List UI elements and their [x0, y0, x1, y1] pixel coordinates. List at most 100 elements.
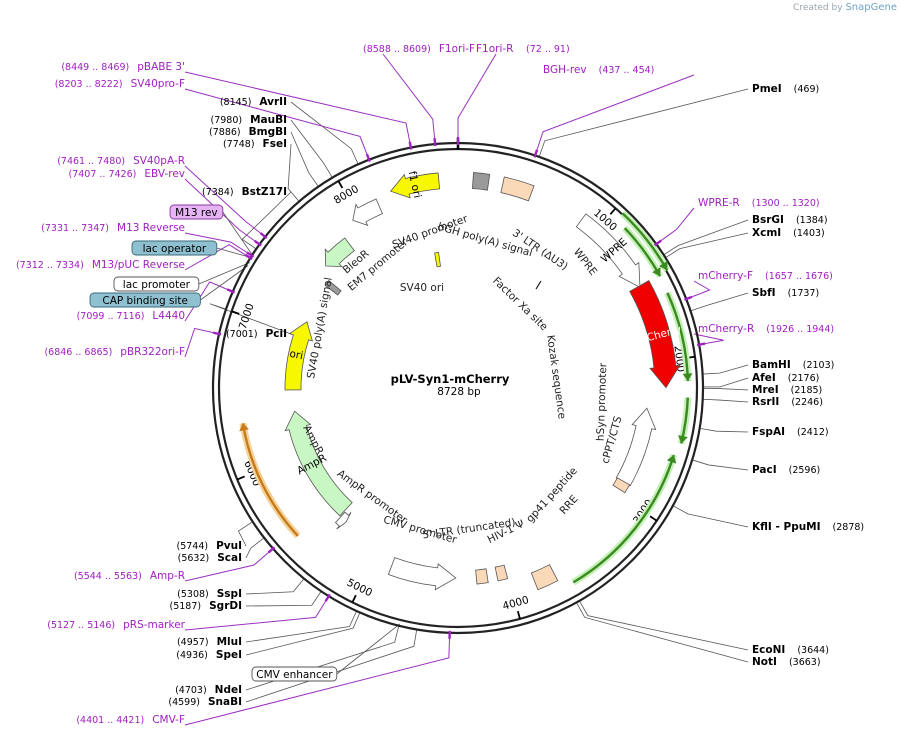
site-position: (1384)	[796, 215, 828, 226]
primer-range: (7407 .. 7426)	[69, 169, 137, 180]
tick-mark	[649, 515, 658, 522]
primer-range: (7312 .. 7334)	[16, 260, 84, 271]
restriction-site: BamHI(2103)	[752, 359, 834, 371]
site-name: BmgBI	[249, 126, 287, 138]
restriction-site: (4936)SpeI	[176, 649, 242, 661]
primer-mark	[246, 251, 255, 258]
primer-name: WPRE-R	[698, 197, 740, 209]
primer-leader	[536, 74, 695, 150]
site-name: MauBI	[250, 114, 287, 126]
orf-arc	[666, 292, 690, 382]
restriction-site: (5744)PvuI	[176, 540, 242, 552]
site-name: XcmI	[752, 227, 781, 239]
site-name: BamHI	[752, 359, 791, 371]
primer-leader	[691, 280, 711, 298]
primer: (8203 .. 8222)SV40pro-F	[55, 78, 185, 90]
restriction-site: (4957)MluI	[177, 636, 242, 648]
orf-arrowhead	[666, 454, 677, 464]
site-name: NotI	[752, 656, 777, 668]
site-leader	[663, 219, 749, 256]
primer-range: (72 .. 91)	[526, 44, 570, 55]
boxed-feature-box	[131, 240, 218, 256]
primer-leader	[184, 638, 451, 726]
boxed-feature-box	[113, 276, 200, 292]
site-name: PvuI	[216, 540, 242, 552]
site-leader	[237, 521, 253, 547]
primer-leader	[184, 281, 228, 322]
primer-name: F1ori-R	[476, 43, 513, 55]
primer: BGH-rev(437 .. 454)	[543, 64, 654, 76]
f1-ori-feature	[389, 172, 441, 199]
plasmid-size: 8728 bp	[437, 386, 481, 398]
site-leader	[245, 591, 322, 607]
orf-arc	[572, 454, 675, 584]
restriction-site: (4703)NdeI	[175, 684, 242, 696]
site-position: (2176)	[788, 373, 820, 384]
restriction-site: RsrII(2246)	[752, 396, 823, 408]
feature-label: SV40 poly(A) signal	[305, 276, 335, 379]
site-position: (5632)	[178, 553, 210, 564]
primer: F1ori-R	[476, 43, 513, 55]
boxed-feature-label: CMV enhancer	[256, 669, 333, 681]
feature-box	[434, 251, 441, 268]
primer-leader	[457, 53, 497, 137]
primer-name: Amp-R	[150, 570, 185, 582]
site-name: RsrII	[752, 396, 779, 408]
boxed-feature-box	[169, 204, 224, 220]
feature-arrow	[334, 511, 352, 530]
site-leader	[702, 388, 749, 391]
primer-mark	[244, 253, 253, 261]
site-leader	[702, 377, 749, 388]
site-leader	[699, 427, 749, 433]
primer-leader	[184, 327, 214, 358]
primer-leader	[184, 165, 261, 234]
orf-arrowhead	[682, 373, 693, 382]
site-name: SgrDI	[209, 600, 242, 612]
primer-mark	[324, 593, 331, 602]
site-position: (4957)	[177, 637, 209, 648]
site-name: SpeI	[216, 649, 242, 661]
primer-range: (4401 .. 4421)	[76, 715, 144, 726]
tick-mark	[337, 180, 344, 189]
primer-range: (5544 .. 5563)	[74, 571, 142, 582]
site-position: (2412)	[797, 427, 829, 438]
boxed-feature-leader	[336, 623, 401, 675]
tick-label: 4000	[501, 594, 530, 613]
site-leader	[245, 610, 357, 643]
site-leader	[672, 505, 749, 528]
tick-label: 7000	[237, 302, 257, 331]
site-name: FspAI	[752, 426, 785, 438]
primer: (6846 .. 6865)pBR322ori-F	[44, 346, 185, 358]
primer-name: mCherry-F	[698, 270, 753, 282]
primer-name: pBABE 3'	[137, 61, 185, 73]
primer-mark	[653, 239, 662, 247]
restriction-site: XcmI (1403)	[752, 227, 825, 239]
primer-leader	[184, 88, 368, 155]
primer-range: (8588 .. 8609)	[363, 44, 431, 55]
site-position: (8145)	[220, 97, 252, 108]
factor-xa-mark	[535, 280, 542, 290]
site-name: ScaI	[217, 552, 242, 564]
primer-name: BGH-rev	[543, 64, 587, 76]
site-name: AfeI	[752, 372, 776, 384]
primer-mark	[253, 239, 262, 247]
tick-label: 8000	[332, 183, 361, 207]
primer-range: (8449 .. 8469)	[61, 62, 129, 73]
site-position: (7001)	[226, 329, 258, 340]
site-leader	[690, 292, 749, 312]
site-position: (1403)	[793, 228, 825, 239]
primer-mark	[259, 232, 268, 239]
credit-prefix: Created by	[793, 3, 843, 13]
site-name: NdeI	[215, 684, 242, 696]
primer-name: M13/pUC Reverse	[92, 259, 185, 271]
restriction-site: (7001)PciI	[226, 328, 287, 340]
site-name: AvrII	[259, 96, 287, 108]
site-name: PmeI	[752, 83, 782, 95]
tick-mark	[516, 610, 521, 620]
restriction-site: (5187)SgrDI	[170, 600, 242, 612]
orf-arcs	[239, 210, 693, 586]
restriction-site: PmeI(469)	[752, 83, 819, 95]
feature-arrow	[324, 237, 355, 268]
restriction-site: NotI(3663)	[752, 656, 821, 668]
